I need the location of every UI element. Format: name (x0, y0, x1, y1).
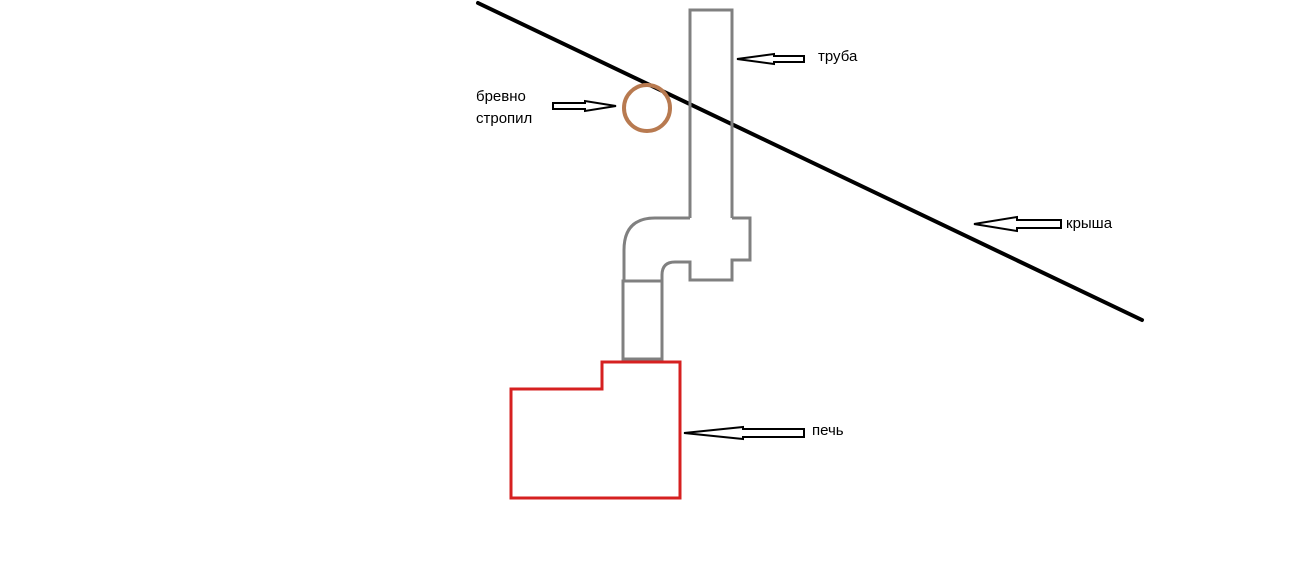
chimney-pipe (688, 8, 734, 218)
roof-line (476, 1, 1144, 322)
label-rafter-log: бревно стропил (476, 86, 532, 130)
label-rafter-log-line1: бревно (476, 88, 526, 105)
stove-outline (509, 360, 682, 500)
pipe-elbow-outer (622, 216, 690, 281)
arrow-roof (973, 215, 1062, 233)
arrow-pipe (736, 52, 805, 66)
label-stove: печь (812, 422, 844, 439)
rafter-log-circle (622, 83, 672, 133)
label-rafter-log-line2: стропил (476, 110, 533, 127)
label-roof: крыша (1066, 215, 1113, 232)
stove-pipe-segment (621, 279, 664, 361)
label-pipe: труба (818, 48, 858, 65)
arrow-log (552, 99, 617, 113)
arrow-stove (683, 425, 805, 441)
pipe-tee-right (660, 216, 752, 282)
